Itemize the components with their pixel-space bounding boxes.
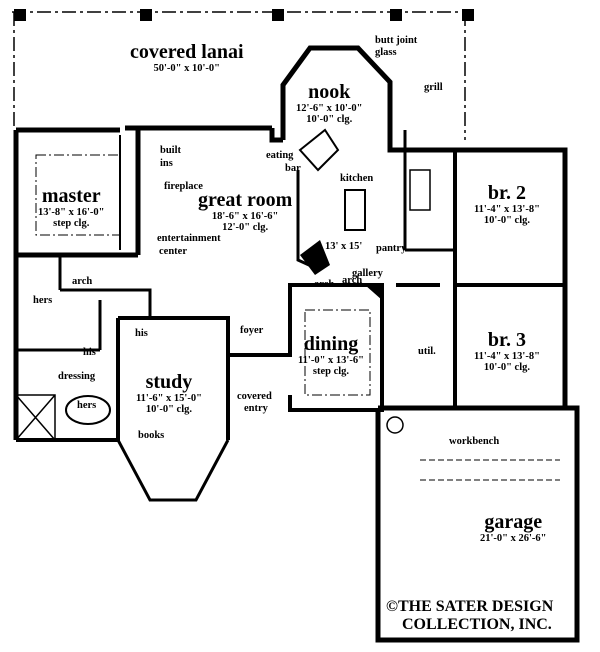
label-his-closet: his [135, 328, 148, 339]
room-ceiling: 10'-0" clg. [483, 362, 530, 374]
label-butt-joint: butt joint [375, 35, 418, 46]
label-arch: arch [314, 279, 335, 290]
label-entertainment: entertainment [157, 233, 221, 244]
label-his-sink: his [83, 347, 96, 358]
room-ceiling: step clg. [312, 366, 350, 378]
room-size: 50'-0" x 10'-0" [153, 63, 221, 74]
label-pantry: pantry [376, 243, 407, 254]
room-ceiling: step clg. [53, 218, 90, 230]
label-built: built [160, 145, 182, 156]
label-dressing: dressing [58, 371, 96, 382]
label-books: books [138, 430, 165, 441]
room-name: br. 3 [487, 329, 527, 351]
copyright-line-1: ©THE SATER DESIGN [386, 598, 554, 615]
room-name: nook [308, 81, 351, 103]
room-size: 21'-0" x 26'-6" [480, 533, 547, 544]
room-size: 11'-6" x 15'-0" [136, 393, 202, 404]
room-ceiling: 10'-0" clg. [145, 404, 192, 416]
label-covered: covered [237, 391, 272, 402]
room-name: master [41, 185, 101, 207]
room-name: dining [303, 333, 359, 355]
room-kitchen-size: 13' x 15' [325, 241, 363, 252]
label-grill: grill [424, 82, 443, 93]
room-name: garage [484, 511, 543, 533]
label-hers-sink: hers [77, 400, 97, 411]
label-arch: arch [72, 276, 93, 287]
room-name: covered lanai [130, 41, 244, 63]
label-ins: ins [160, 158, 173, 169]
copyright-notice: ©THE SATER DESIGN COLLECTION, INC. [386, 598, 553, 635]
room-name: great room [198, 189, 293, 211]
room-name: br. 2 [487, 182, 527, 204]
label-foyer: foyer [240, 325, 264, 336]
lanai-posts [14, 9, 474, 300]
label-util: util. [418, 346, 436, 357]
label-arch: arch [342, 275, 363, 286]
room-kitchen: kitchen [340, 173, 374, 184]
room-size: 12'-6" x 10'-0" [296, 103, 363, 114]
label-center: center [159, 246, 187, 257]
room-size: 11'-0" x 13'-6" [298, 355, 364, 366]
room-ceiling: 12'-0" clg. [222, 222, 269, 234]
label-glass: glass [375, 47, 397, 58]
label-bar: bar [285, 163, 301, 174]
label-entry: entry [244, 403, 268, 414]
room-size: 11'-4" x 13'-8" [474, 204, 540, 215]
label-workbench: workbench [449, 436, 500, 447]
copyright-line-2: COLLECTION, INC. [402, 616, 552, 634]
room-ceiling: 10'-0" clg. [306, 114, 353, 126]
room-name: study [145, 371, 193, 393]
label-hers-closet: hers [33, 295, 53, 306]
room-size: 13'-8" x 16'-0" [38, 207, 105, 218]
label-eating: eating [266, 150, 294, 161]
label-fireplace: fireplace [164, 181, 203, 192]
room-size: 11'-4" x 13'-8" [474, 351, 540, 362]
room-ceiling: 10'-0" clg. [483, 215, 530, 227]
room-size: 18'-6" x 16'-6" [211, 211, 279, 222]
label-gallery: gallery [352, 268, 383, 279]
